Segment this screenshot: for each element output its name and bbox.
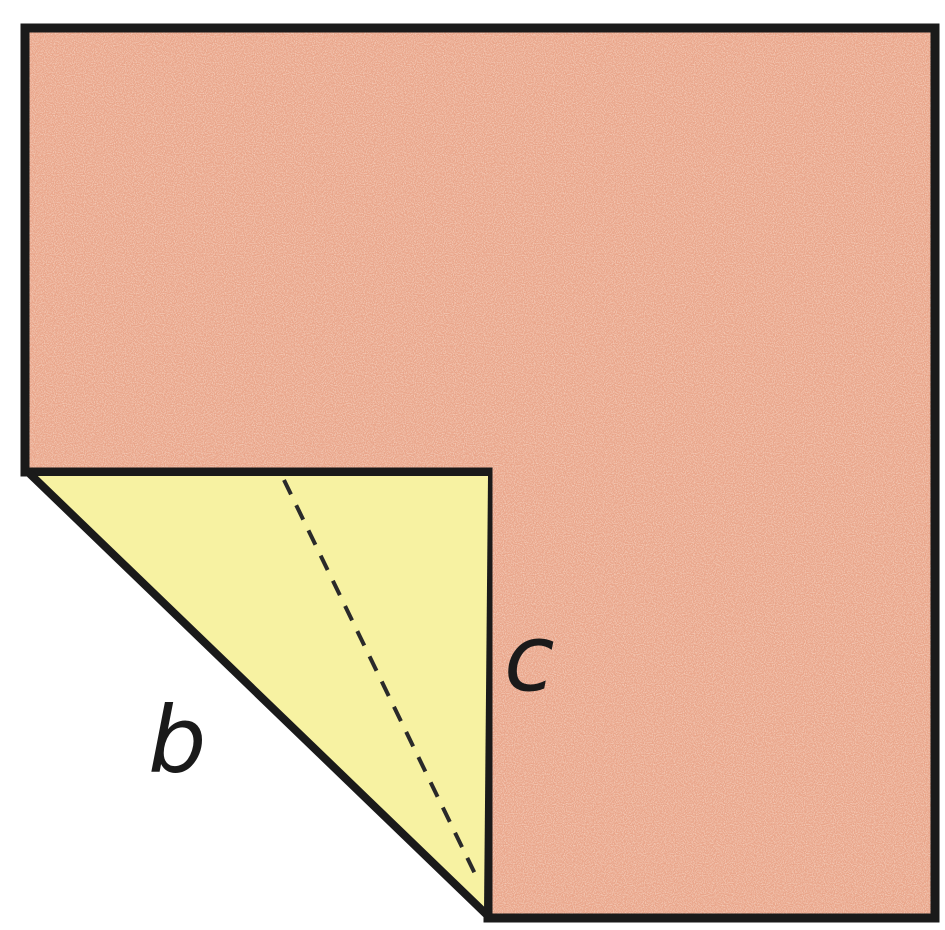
paper-outline xyxy=(20,23,940,923)
flap-hypotenuse xyxy=(26,470,490,918)
label-b: b xyxy=(148,687,206,794)
label-c: c xyxy=(504,605,555,712)
fold-line xyxy=(282,479,480,881)
paper-texture xyxy=(25,28,935,918)
